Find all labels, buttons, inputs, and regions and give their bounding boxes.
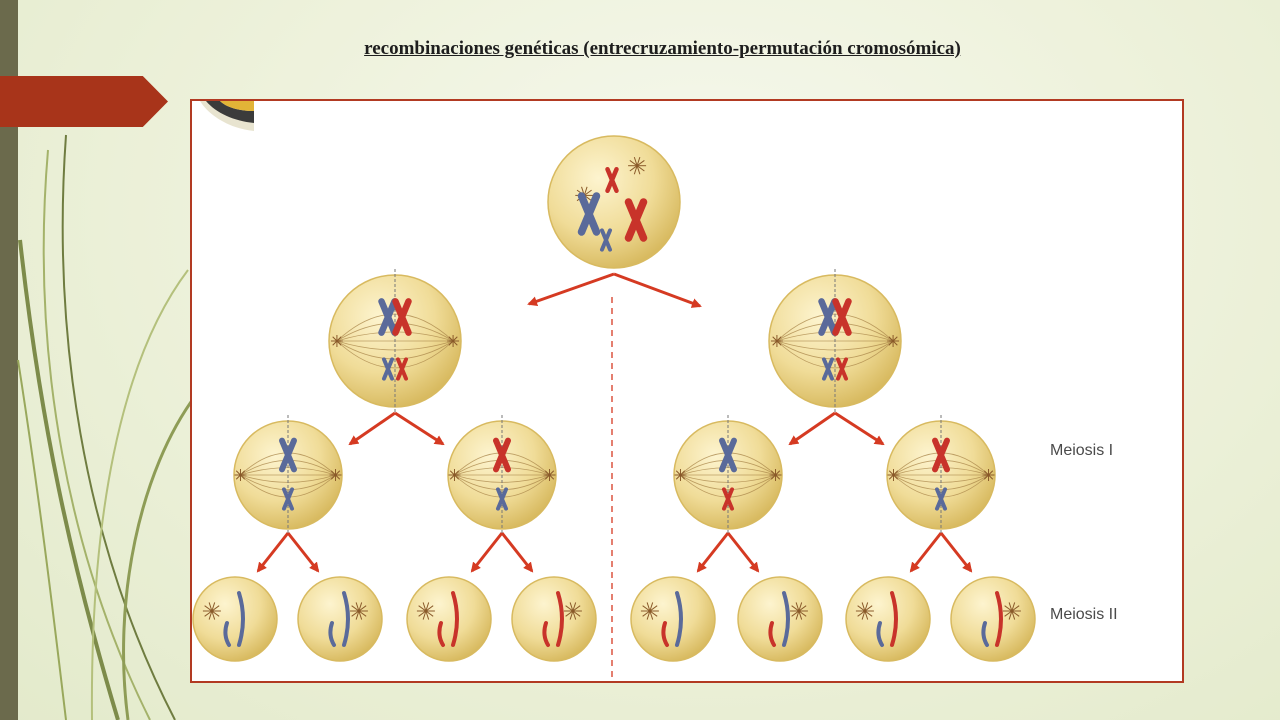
arrow-m2-3-right	[726, 532, 760, 573]
arrow-to-meiosis1-left	[527, 272, 615, 307]
arrow-m1-2-left	[788, 411, 836, 446]
arrow-m2-4-left	[909, 532, 943, 573]
meiosis2-cell-3	[673, 415, 783, 535]
arrow-m1-1-left	[348, 411, 396, 446]
gamete-cell-3	[406, 576, 492, 662]
meiosis2-cell-1	[233, 415, 343, 535]
slide-title: recombinaciones genéticas (entrecruzamie…	[364, 38, 961, 59]
meiosis1-cell-2	[768, 269, 902, 413]
arrow-m1-1-right	[394, 411, 445, 446]
gamete-cell-5	[630, 576, 716, 662]
gamete-cell-1	[192, 576, 278, 662]
gamete-cell-7	[845, 576, 931, 662]
left-sidebar-bar	[0, 0, 18, 720]
arrow-to-meiosis1-right	[613, 272, 702, 308]
meiosis-2-label: Meiosis II	[1050, 606, 1118, 623]
gamete-cell-2	[297, 576, 383, 662]
arrow-m2-2-right	[500, 532, 534, 573]
gamete-cell-6	[737, 576, 823, 662]
corner-logo	[192, 101, 254, 131]
arrow-m2-3-left	[696, 532, 730, 573]
meiosis-diagram: Meiosis I Meiosis II	[192, 135, 1118, 681]
arrow-m2-1-right	[286, 532, 320, 573]
arrow-m1-2-right	[834, 411, 885, 446]
gamete-cell-4	[511, 576, 597, 662]
parent-cell	[547, 135, 681, 269]
meiosis-1-label: Meiosis I	[1050, 442, 1113, 459]
meiosis-diagram-frame: Meiosis I Meiosis II	[190, 99, 1184, 683]
gamete-cell-8	[950, 576, 1036, 662]
accent-arrow-shape	[0, 76, 168, 127]
meiosis2-cell-2	[447, 415, 557, 535]
meiosis2-cell-4	[886, 415, 996, 535]
arrow-m2-4-right	[939, 532, 973, 573]
arrow-m2-1-left	[256, 532, 290, 573]
decorative-swooshes	[17, 134, 198, 720]
arrow-m2-2-left	[470, 532, 504, 573]
meiosis1-cell-1	[328, 269, 462, 413]
